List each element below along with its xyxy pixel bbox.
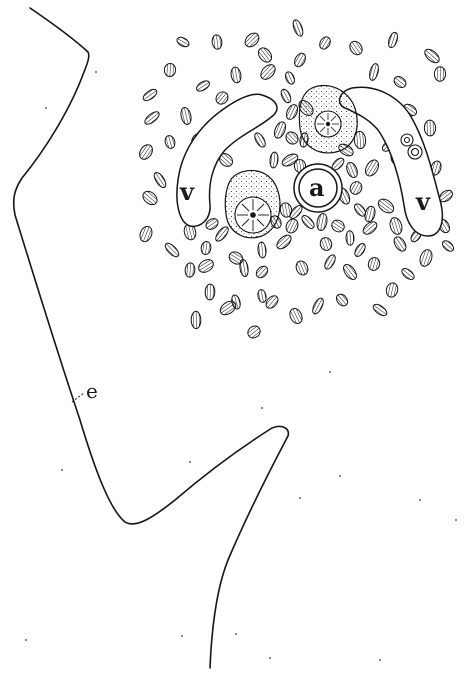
- cell-nucleus: [196, 257, 215, 275]
- cell-nucleus: [214, 89, 231, 106]
- cell-nucleus: [319, 236, 334, 252]
- cell-nucleus: [440, 239, 455, 254]
- cell-nucleus: [211, 34, 222, 49]
- cell-nucleus: [163, 241, 181, 259]
- cell-nucleus: [348, 180, 364, 197]
- speck: [25, 639, 27, 641]
- speck: [455, 519, 457, 521]
- cell-nucleus: [138, 225, 154, 244]
- cell-nucleus: [345, 161, 360, 179]
- speck: [235, 633, 237, 635]
- label-vessel-left: v: [179, 177, 195, 206]
- cell-nucleus: [392, 235, 409, 253]
- cell-nucleus: [368, 63, 380, 82]
- cell-nucleus: [257, 289, 268, 303]
- cell-nucleus: [200, 241, 211, 255]
- cell-nucleus: [230, 66, 242, 83]
- cell-nucleus: [239, 259, 250, 277]
- cell-nucleus: [283, 129, 300, 146]
- cell-nucleus: [422, 47, 441, 66]
- cell-nucleus: [245, 324, 262, 341]
- speck: [299, 497, 301, 499]
- cell-nucleus: [294, 259, 310, 277]
- speck: [339, 475, 341, 477]
- cell-nucleus: [152, 171, 168, 190]
- speck: [379, 659, 381, 661]
- speck: [45, 107, 47, 109]
- cell-nucleus: [253, 131, 268, 149]
- cell-nucleus: [288, 306, 305, 325]
- cell-nucleus: [140, 189, 159, 208]
- cell-nucleus: [385, 282, 399, 299]
- cell-nucleus: [376, 196, 396, 215]
- cell-nucleus: [311, 297, 326, 316]
- cell-nucleus: [291, 19, 305, 38]
- cell-nucleus: [400, 266, 416, 281]
- speck: [61, 469, 63, 471]
- cell-nucleus: [300, 213, 317, 230]
- cell-nucleus: [179, 107, 192, 126]
- cell-nucleus: [363, 205, 376, 223]
- cell-nucleus: [242, 30, 261, 49]
- cell-nucleus: [387, 31, 399, 48]
- speck: [329, 371, 331, 373]
- cell-nucleus: [353, 242, 368, 258]
- label-axon: a: [309, 173, 325, 202]
- cell-nucleus: [388, 216, 404, 236]
- speck: [269, 657, 271, 659]
- speck: [189, 461, 191, 463]
- cell-nucleus: [185, 262, 196, 277]
- cell-nucleus: [195, 79, 211, 94]
- cell-nucleus: [334, 292, 350, 308]
- speck: [419, 499, 421, 501]
- cell-nucleus: [323, 253, 338, 271]
- cell-nucleus: [137, 142, 155, 161]
- cell-nucleus: [143, 109, 161, 126]
- cell-nucleus: [284, 70, 297, 85]
- cell-nucleus: [175, 35, 190, 48]
- cell-nucleus: [361, 219, 379, 237]
- nucleolus-lower: [250, 212, 256, 218]
- cell-nucleus: [141, 87, 158, 103]
- cell-nucleus: [367, 256, 381, 272]
- cell-nucleus: [346, 231, 355, 246]
- cell-nucleus: [284, 217, 300, 235]
- cell-nucleus: [418, 248, 434, 268]
- cell-nucleus: [272, 120, 288, 140]
- speck: [261, 407, 263, 409]
- cell-nucleus: [205, 284, 215, 300]
- cell-nucleus: [284, 103, 300, 121]
- cell-nucleus: [274, 233, 293, 252]
- cell-nucleus: [164, 63, 176, 77]
- label-epidermis: e: [86, 379, 98, 403]
- small-cell-inner: [412, 149, 419, 156]
- cell-nucleus: [392, 74, 408, 90]
- cell-nucleus: [317, 35, 332, 51]
- cell-nucleus: [292, 51, 307, 68]
- speck: [181, 635, 183, 637]
- cell-nucleus: [434, 67, 445, 82]
- cell-nucleus: [256, 45, 275, 64]
- cell-nucleus: [341, 262, 359, 282]
- cell-nucleus: [257, 242, 267, 259]
- speck: [95, 71, 97, 73]
- cell-nucleus: [363, 158, 381, 179]
- nucleolus-upper: [326, 122, 330, 126]
- cell-nucleus: [424, 120, 436, 136]
- cell-nucleus: [164, 134, 177, 149]
- cell-nucleus: [258, 62, 278, 82]
- label-vessel-right: v: [415, 187, 431, 216]
- cell-nucleus: [279, 88, 293, 104]
- cell-nucleus: [316, 213, 329, 232]
- cell-nucleus: [347, 39, 364, 57]
- cell-nucleus: [329, 218, 346, 235]
- small-cell-b-inner: [405, 138, 410, 143]
- cell-nucleus: [269, 152, 279, 169]
- cell-nucleus: [254, 264, 270, 280]
- cell-nucleus: [191, 311, 201, 328]
- cell-nucleus: [371, 302, 388, 318]
